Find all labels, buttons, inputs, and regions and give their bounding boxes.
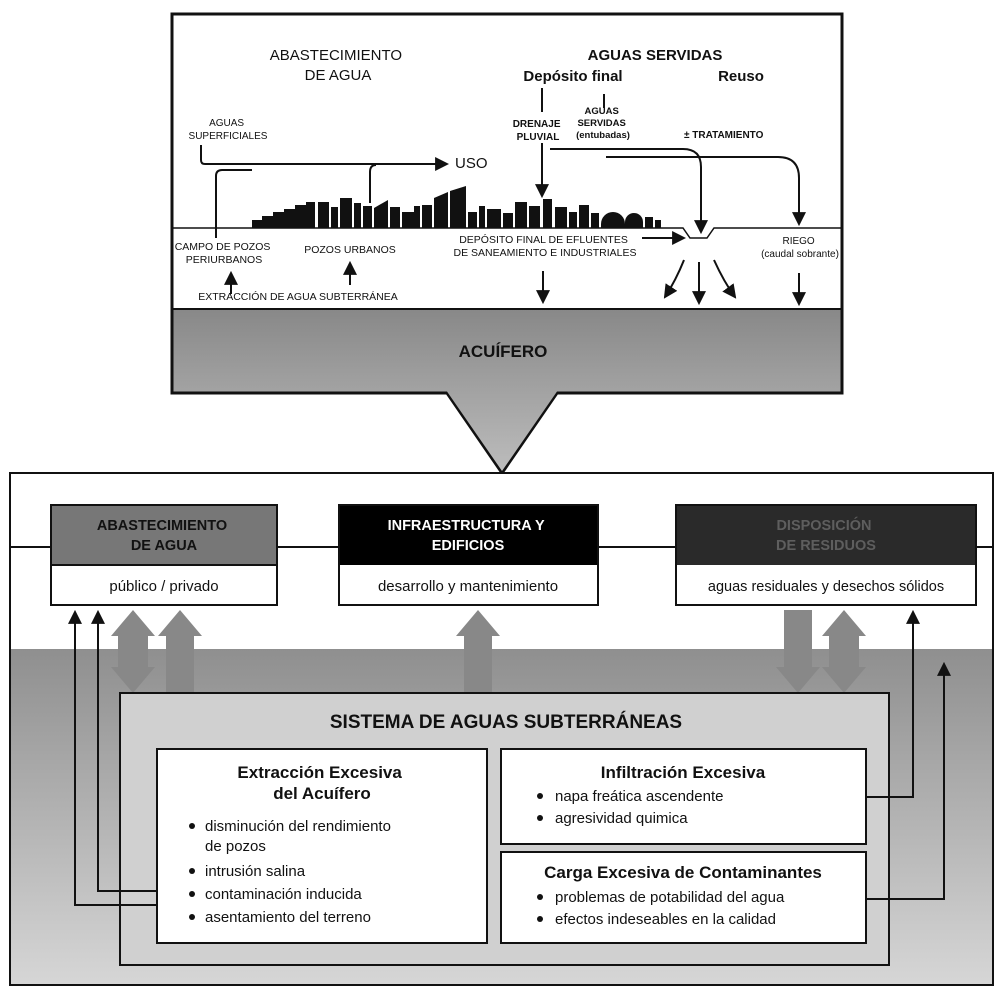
contaminant-feedback-arrow — [866, 661, 951, 900]
extraction-feedback-arrow-2 — [91, 609, 157, 892]
carga-box-title: Carga Excesiva de Contaminantes — [544, 863, 822, 882]
reuse-irrigation-arrow — [606, 156, 806, 227]
surface-water-to-uso-arrow — [200, 145, 450, 171]
urban-wells-to-uso-arrow — [369, 164, 377, 203]
extraction-feedback-arrow-1 — [68, 609, 157, 906]
drenaje-pluvial-label: DRENAJE PLUVIAL — [513, 119, 564, 143]
list-item: de pozos — [205, 838, 266, 855]
extraccion-list: disminución del rendimiento de pozos int… — [189, 818, 391, 926]
sistema-title: SISTEMA DE AGUAS SUBTERRÁNEAS — [330, 711, 682, 733]
abastecimiento-heading: ABASTECIMIENTO DE AGUA — [270, 47, 406, 84]
riego-label: RIEGO (caudal sobrante) — [761, 236, 839, 260]
reuso-heading: Reuso — [718, 68, 764, 85]
infiltration-arrow-2 — [663, 259, 685, 299]
carga-box: Carga Excesiva de Contaminantes problema… — [500, 851, 867, 944]
carga-list: problemas de potabilidad del agua efecto… — [537, 889, 785, 928]
infraestructura-box-sub: desarrollo y mantenimiento — [378, 578, 558, 595]
infraestructura-box-title: INFRAESTRUCTURA Y EDIFICIOS — [388, 518, 549, 554]
disposicion-box: DISPOSICIÓN DE RESIDUOS aguas residuales… — [675, 504, 977, 606]
top-flow-arrows — [200, 88, 806, 307]
top-panel: ABASTECIMIENTO DE AGUA AGUAS SERVIDAS De… — [170, 12, 844, 476]
campo-pozos-label: CAMPO DE POZOS PERIURBANOS — [175, 241, 274, 266]
infraestructura-box: INFRAESTRUCTURA Y EDIFICIOS desarrollo y… — [338, 504, 599, 606]
uso-label: USO — [455, 155, 488, 172]
double-arrow-right-icon — [822, 610, 866, 693]
bottom-panel: ABASTECIMIENTO DE AGUA público / privado… — [9, 472, 994, 986]
thick-arrows — [111, 610, 866, 693]
extraccion-box: Extracción Excesiva del Acuífero disminu… — [156, 748, 488, 944]
aguas-servidas-entubadas-label: AGUAS SERVIDAS (entubadas) — [576, 106, 630, 141]
aguas-superficiales-label: AGUAS SUPERFICIALES — [189, 118, 268, 142]
up-arrow-left-icon — [158, 610, 202, 693]
list-item: napa freática ascendente — [555, 788, 723, 805]
abastecimiento-box-sub: público / privado — [109, 578, 218, 595]
list-item: asentamiento del terreno — [205, 909, 371, 926]
list-item: agresividad quimica — [555, 810, 688, 827]
down-arrow-right-icon — [776, 610, 820, 693]
city-skyline-icon — [252, 186, 661, 228]
infiltracion-box-title: Infiltración Excesiva — [601, 763, 766, 782]
abastecimiento-box: ABASTECIMIENTO DE AGUA público / privado — [50, 504, 278, 606]
feedback-arrows — [68, 609, 951, 906]
infiltracion-list: napa freática ascendente agresividad qui… — [537, 788, 723, 827]
infiltracion-box: Infiltración Excesiva napa freática asce… — [500, 748, 867, 845]
infiltration-feedback-arrow — [866, 609, 920, 798]
pozos-urbanos-label: POZOS URBANOS — [304, 244, 396, 256]
aguas-servidas-heading: AGUAS SERVIDAS — [588, 47, 723, 64]
periurban-wells-to-uso-arrow — [215, 169, 252, 238]
list-item: disminución del rendimiento — [205, 818, 391, 835]
list-item: problemas de potabilidad del agua — [555, 889, 785, 906]
deposito-efluentes-label: DEPÓSITO FINAL DE EFLUENTES DE SANEAMIEN… — [453, 233, 636, 259]
extraccion-box-title: Extracción Excesiva del Acuífero — [237, 763, 406, 803]
extraccion-label: EXTRACCIÓN DE AGUA SUBTERRÁNEA — [198, 290, 398, 303]
list-item: efectos indeseables en la calidad — [555, 911, 776, 928]
double-arrow-left-icon — [111, 610, 155, 693]
sewer-to-depression-arrow — [550, 148, 708, 235]
list-item: contaminación inducida — [205, 886, 362, 903]
aquifer-zone — [173, 309, 841, 471]
disposicion-box-title: DISPOSICIÓN DE RESIDUOS — [776, 516, 876, 554]
deposito-final-heading: Depósito final — [523, 68, 622, 85]
list-item: intrusión salina — [205, 863, 306, 880]
disposicion-box-sub: aguas residuales y desechos sólidos — [708, 579, 944, 595]
infiltration-arrow-4 — [713, 259, 737, 299]
acuifero-label: ACUÍFERO — [459, 342, 548, 361]
tratamiento-label: ± TRATAMIENTO — [684, 130, 764, 141]
up-arrow-center-icon — [456, 610, 500, 693]
abastecimiento-box-title: ABASTECIMIENTO DE AGUA — [97, 518, 231, 554]
